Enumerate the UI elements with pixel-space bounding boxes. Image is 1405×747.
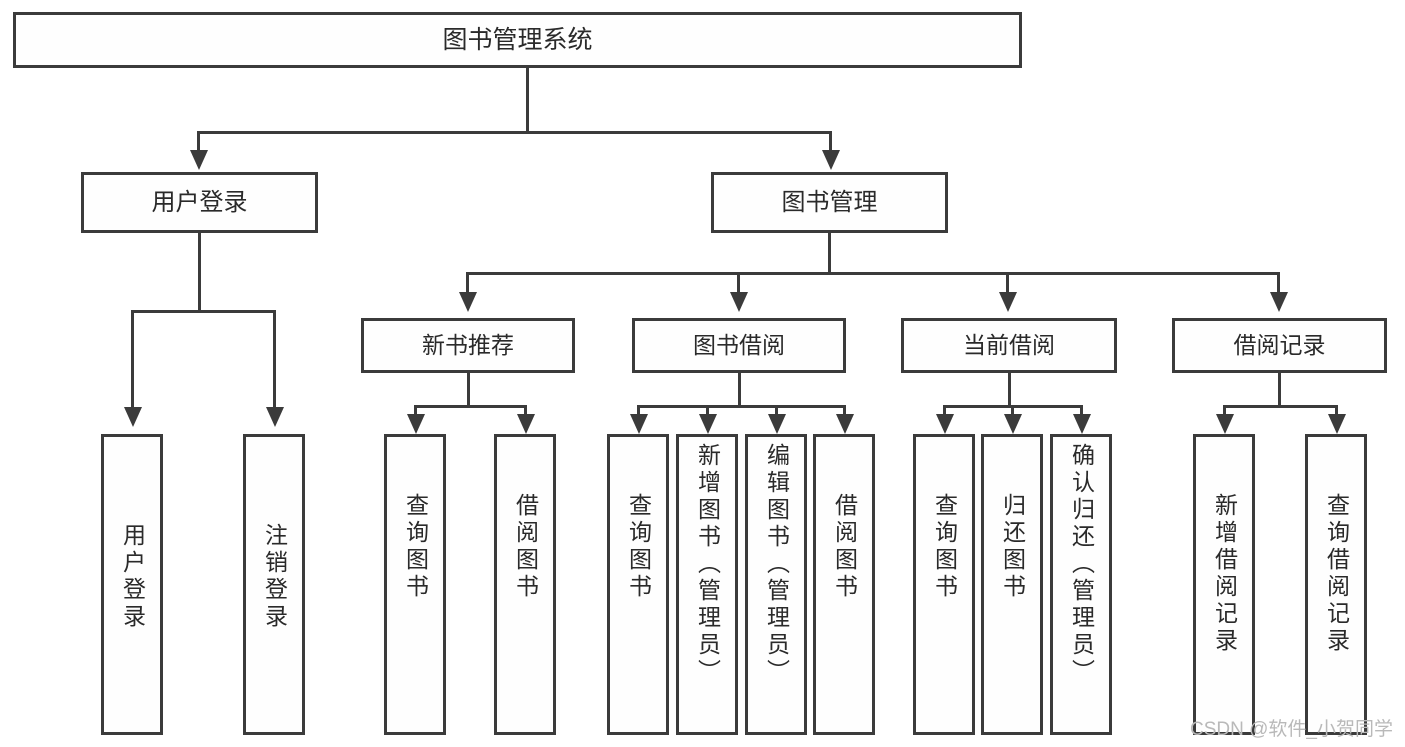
leaf-current-return-book[interactable]: 归还图书 [981,434,1043,735]
leaf-record-add-record-label: 新增借阅记录 [1211,493,1238,655]
node-current-borrow[interactable]: 当前借阅 [901,318,1117,373]
connector-book-mgmt-bus [466,272,1280,275]
arrowhead-book-mgmt-2 [730,292,748,312]
arrowhead-new-book-1 [407,414,425,434]
arrowhead-root-2 [822,150,840,170]
leaf-borrow-borrow-book[interactable]: 借阅图书 [813,434,875,735]
leaf-borrow-borrow-book-label: 借阅图书 [831,493,858,601]
connector-root-drop-1 [197,131,200,153]
node-root[interactable]: 图书管理系统 [13,12,1022,68]
arrowhead-book-mgmt-4 [1270,292,1288,312]
leaf-current-return-book-label: 归还图书 [999,493,1026,601]
leaf-newbook-borrow-book[interactable]: 借阅图书 [494,434,556,735]
node-book-management[interactable]: 图书管理 [711,172,948,233]
leaf-record-query-record[interactable]: 查询借阅记录 [1305,434,1367,735]
leaf-borrow-add-book-admin-label: 新增图书（管理员） [694,443,721,686]
connector-new-book-stem [467,373,470,405]
arrowhead-user-login-2 [266,407,284,427]
arrowhead-user-login-1 [124,407,142,427]
leaf-newbook-borrow-book-label: 借阅图书 [512,493,539,601]
connector-current-borrow-stem [1008,373,1011,405]
connector-current-borrow-drop-3 [1080,405,1083,417]
connector-book-mgmt-drop-2 [737,272,740,296]
connector-borrow-record-bus [1223,405,1338,408]
connector-root-bus [197,131,829,134]
leaf-current-query-book[interactable]: 查询图书 [913,434,975,735]
connector-book-borrow-stem [738,373,741,405]
arrowhead-book-mgmt-3 [999,292,1017,312]
arrowhead-new-book-2 [517,414,535,434]
leaf-newbook-query-book[interactable]: 查询图书 [384,434,446,735]
connector-book-borrow-drop-3 [775,405,778,417]
leaf-borrow-query-book-label: 查询图书 [625,493,652,601]
connector-user-login-stem [198,233,201,310]
connector-current-borrow-drop-2 [1011,405,1014,417]
node-new-book-recommend[interactable]: 新书推荐 [361,318,575,373]
arrowhead-borrow-record-2 [1328,414,1346,434]
connector-book-mgmt-stem [828,233,831,272]
connector-new-book-bus [414,405,527,408]
arrowhead-book-borrow-3 [768,414,786,434]
leaf-current-confirm-return-admin-label: 确认归还（管理员） [1068,443,1095,686]
leaf-user-logout[interactable]: 注销登录 [243,434,305,735]
connector-book-borrow-drop-2 [706,405,709,417]
connector-borrow-record-stem [1278,373,1281,405]
leaf-current-confirm-return-admin[interactable]: 确认归还（管理员） [1050,434,1112,735]
connector-book-borrow-drop-4 [843,405,846,417]
connector-book-borrow-drop-1 [637,405,640,417]
connector-new-book-drop-1 [414,405,417,417]
node-book-borrow-label: 图书借阅 [693,332,785,359]
connector-book-borrow-bus [637,405,846,408]
connector-current-borrow-drop-1 [943,405,946,417]
node-user-login-label: 用户登录 [151,188,248,216]
leaf-borrow-edit-book-admin-label: 编辑图书（管理员） [763,443,790,686]
arrowhead-root-1 [190,150,208,170]
node-new-book-recommend-label: 新书推荐 [422,332,514,359]
arrowhead-borrow-record-1 [1216,414,1234,434]
connector-user-login-drop-2 [273,310,276,410]
node-current-borrow-label: 当前借阅 [963,332,1055,359]
leaf-user-login-label: 用户登录 [119,523,146,631]
leaf-record-query-record-label: 查询借阅记录 [1323,493,1350,655]
leaf-newbook-query-book-label: 查询图书 [402,493,429,601]
node-user-login[interactable]: 用户登录 [81,172,318,233]
node-root-label: 图书管理系统 [442,25,593,54]
leaf-record-add-record[interactable]: 新增借阅记录 [1193,434,1255,735]
connector-root-stem [526,68,529,131]
arrowhead-current-borrow-3 [1073,414,1091,434]
leaf-borrow-edit-book-admin[interactable]: 编辑图书（管理员） [745,434,807,735]
arrowhead-book-borrow-1 [630,414,648,434]
arrowhead-book-borrow-4 [836,414,854,434]
arrowhead-current-borrow-1 [936,414,954,434]
connector-borrow-record-drop-2 [1335,405,1338,417]
node-borrow-record[interactable]: 借阅记录 [1172,318,1387,373]
leaf-borrow-add-book-admin[interactable]: 新增图书（管理员） [676,434,738,735]
connector-user-login-bus [131,310,276,313]
arrowhead-book-borrow-2 [699,414,717,434]
node-book-management-label: 图书管理 [781,188,878,216]
connector-root-drop-2 [829,131,832,153]
leaf-user-logout-label: 注销登录 [261,523,288,631]
connector-new-book-drop-2 [524,405,527,417]
arrowhead-book-mgmt-1 [459,292,477,312]
connector-book-mgmt-drop-3 [1006,272,1009,296]
leaf-current-query-book-label: 查询图书 [931,493,958,601]
connector-book-mgmt-drop-4 [1277,272,1280,296]
connector-borrow-record-drop-1 [1223,405,1226,417]
arrowhead-current-borrow-2 [1004,414,1022,434]
node-book-borrow[interactable]: 图书借阅 [632,318,846,373]
node-borrow-record-label: 借阅记录 [1233,332,1326,359]
leaf-borrow-query-book[interactable]: 查询图书 [607,434,669,735]
connector-user-login-drop-1 [131,310,134,410]
leaf-user-login[interactable]: 用户登录 [101,434,163,735]
connector-book-mgmt-drop-1 [466,272,469,296]
